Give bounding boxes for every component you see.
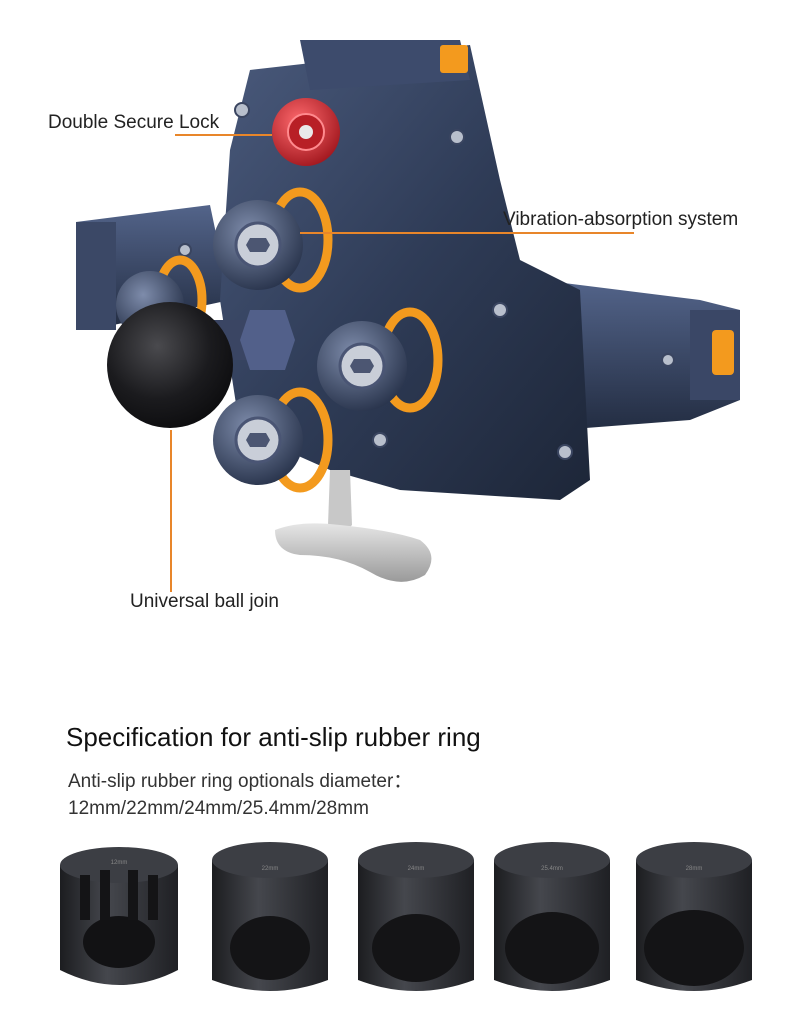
ring-22mm-icon: 22mm	[212, 842, 328, 991]
spec-subtitle: Anti-slip rubber ring optionals diameter…	[68, 768, 412, 822]
vibration-callout: Vibration-absorption system	[503, 209, 739, 230]
ring-label: 12mm	[111, 860, 128, 866]
ball-callout: Universal ball join	[130, 591, 279, 612]
lock-callout: Double Secure Lock	[48, 112, 220, 133]
ring-24mm-icon: 24mm	[358, 842, 474, 991]
spec-subtitle-line: Anti-slip rubber ring optionals diameter…	[68, 771, 413, 792]
lock-knob-icon	[272, 98, 340, 166]
spec-title: Specification for anti-slip rubber ring	[66, 722, 481, 752]
rubber-rings-row: 12mm 22mm 24mm 25.4mm 28mm	[60, 842, 752, 991]
ring-28mm-icon: 28mm	[636, 842, 752, 991]
ring-label: 24mm	[408, 866, 425, 872]
ring-label: 25.4mm	[541, 866, 563, 872]
ring-label: 22mm	[262, 866, 279, 872]
ring-12mm-icon: 12mm	[60, 847, 178, 985]
ring-label: 28mm	[686, 866, 703, 872]
spec-sizes-line: 12mm/22mm/24mm/25.4mm/28mm	[68, 798, 369, 819]
phone-mount-illustration	[76, 40, 740, 592]
ball-joint-icon	[107, 302, 233, 428]
ring-25-4mm-icon: 25.4mm	[494, 842, 610, 991]
